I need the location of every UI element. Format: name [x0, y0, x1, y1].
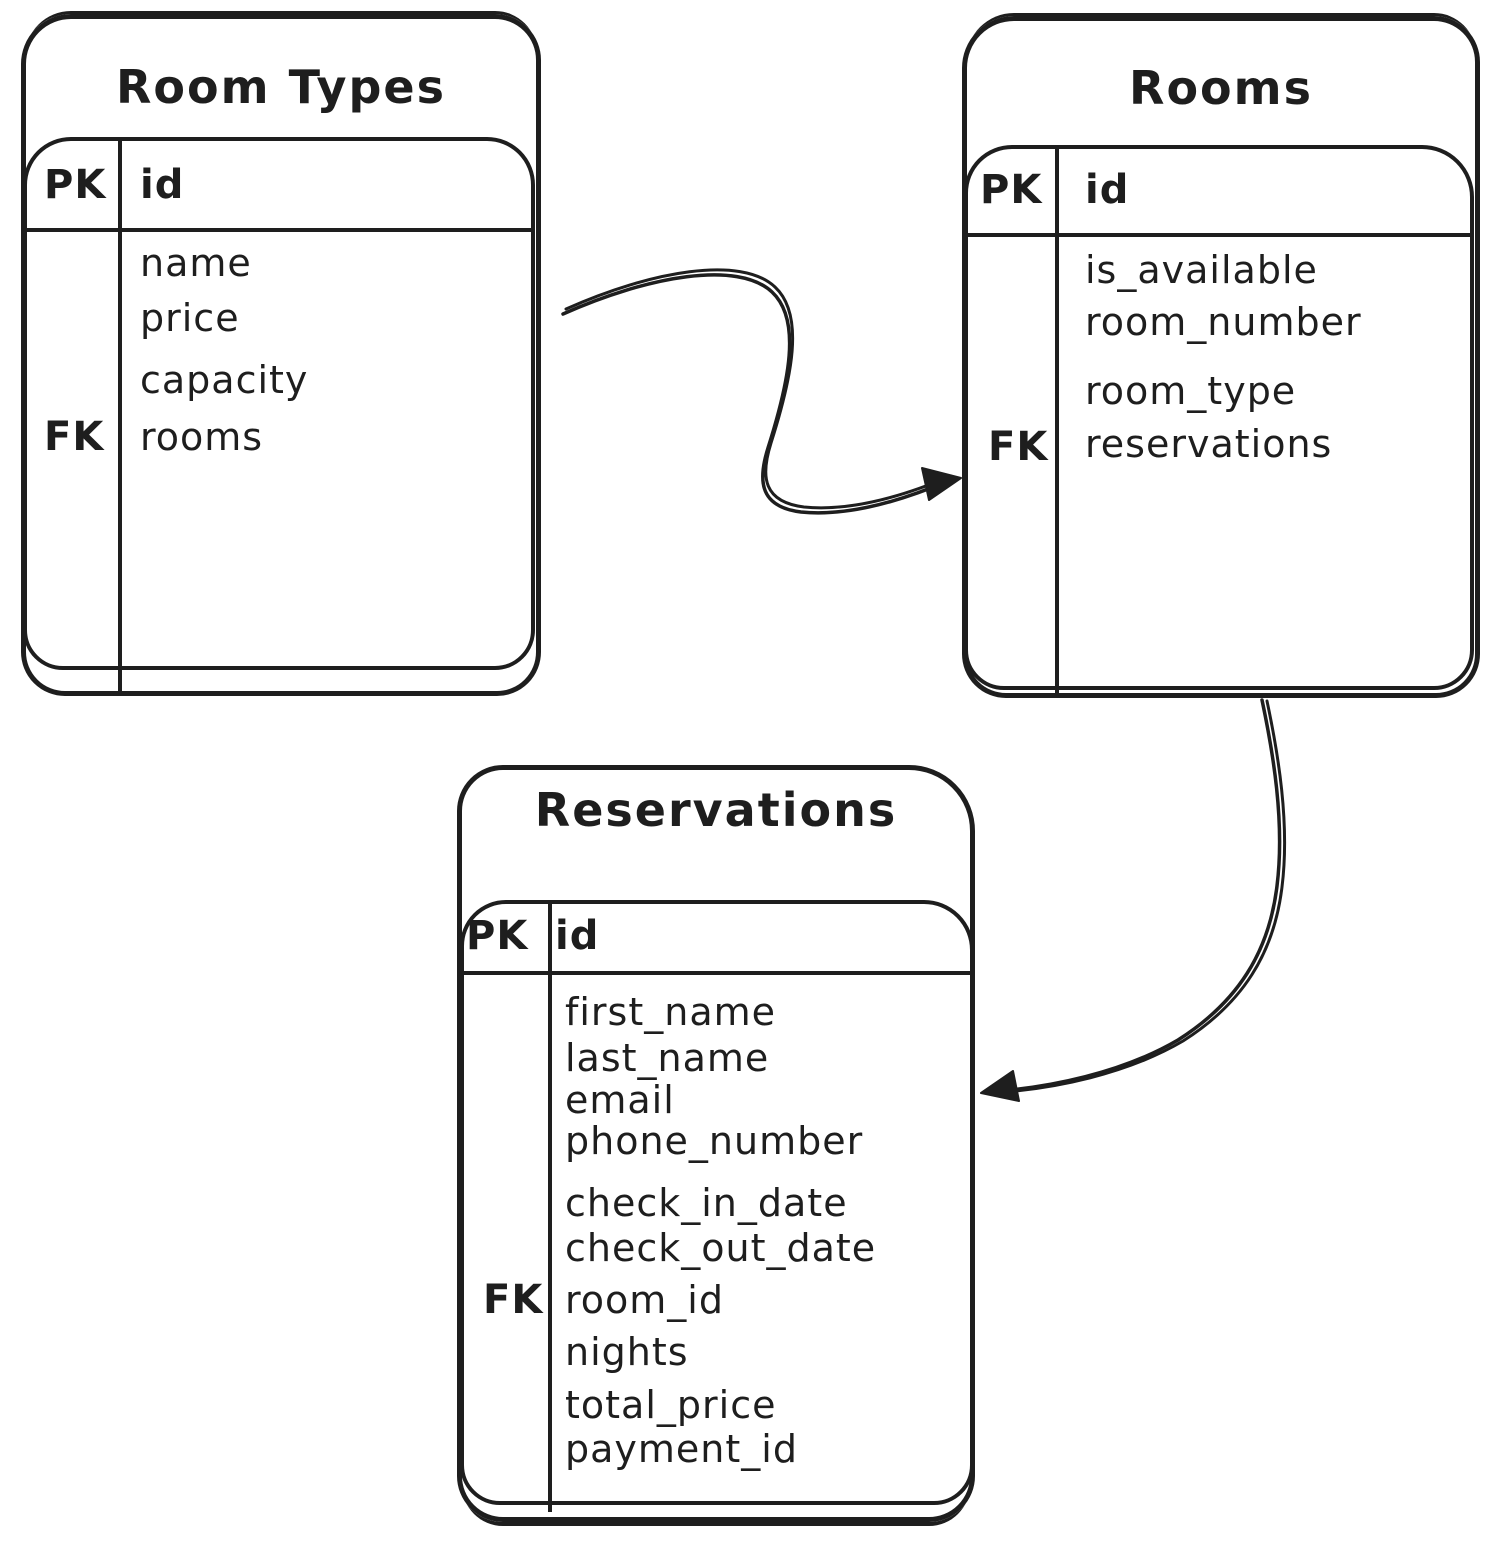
pk-label: PK: [980, 167, 1043, 213]
fk-label: FK: [44, 414, 105, 460]
reservations-field-last-name: last_name: [565, 1036, 770, 1080]
rooms-field-reservations: reservations: [1085, 422, 1333, 466]
rooms-field-room-type: room_type: [1085, 369, 1297, 413]
rooms-field-is-available: is_available: [1085, 248, 1318, 292]
reservations-field-nights: nights: [565, 1330, 689, 1374]
pk-row-divider: [964, 233, 1474, 237]
room-types-field-id: id: [140, 162, 185, 208]
entity-title-reservations: Reservations: [534, 783, 898, 837]
key-column-divider: [548, 900, 552, 1512]
pk-row-divider: [23, 228, 535, 232]
pk-row-divider: [460, 971, 974, 975]
pk-label: PK: [44, 162, 107, 208]
arrow-room-types-to-rooms[interactable]: [561, 268, 962, 515]
key-column-divider: [1055, 145, 1059, 698]
reservations-field-check-in-date: check_in_date: [565, 1181, 848, 1225]
arrowhead-into-rooms: [921, 467, 962, 501]
reservations-field-phone-number: phone_number: [565, 1119, 864, 1163]
fk-label: FK: [483, 1277, 544, 1323]
reservations-field-email: email: [565, 1078, 675, 1122]
arrow-rooms-to-reservations[interactable]: [980, 698, 1287, 1102]
entity-title-room-types: Room Types: [116, 60, 446, 114]
reservations-field-payment-id: payment_id: [565, 1427, 798, 1471]
entity-reservations[interactable]: Reservations PK id first_name last_name …: [457, 765, 975, 1522]
arrowhead-into-reservations: [980, 1070, 1020, 1102]
pk-label: PK: [466, 913, 529, 959]
rooms-field-id: id: [1085, 167, 1130, 213]
room-types-field-name: name: [140, 241, 252, 285]
entity-rooms[interactable]: Rooms PK id is_available room_number roo…: [962, 16, 1480, 698]
fk-label: FK: [988, 424, 1049, 470]
reservations-field-id: id: [555, 913, 600, 959]
room-types-field-capacity: capacity: [140, 358, 309, 402]
room-types-field-rooms: rooms: [140, 415, 264, 459]
reservations-field-check-out-date: check_out_date: [565, 1226, 877, 1270]
field-box: [460, 900, 974, 1505]
entity-room-types[interactable]: Room Types PK id name price capacity roo…: [21, 14, 541, 696]
room-types-field-price: price: [140, 296, 240, 340]
reservations-field-first-name: first_name: [565, 990, 777, 1034]
key-column-divider: [118, 137, 122, 693]
field-box: [23, 137, 535, 670]
reservations-field-total-price: total_price: [565, 1383, 777, 1427]
rooms-field-room-number: room_number: [1085, 300, 1362, 344]
entity-title-rooms: Rooms: [1129, 61, 1313, 115]
field-box: [964, 145, 1474, 690]
reservations-field-room-id: room_id: [565, 1278, 724, 1322]
